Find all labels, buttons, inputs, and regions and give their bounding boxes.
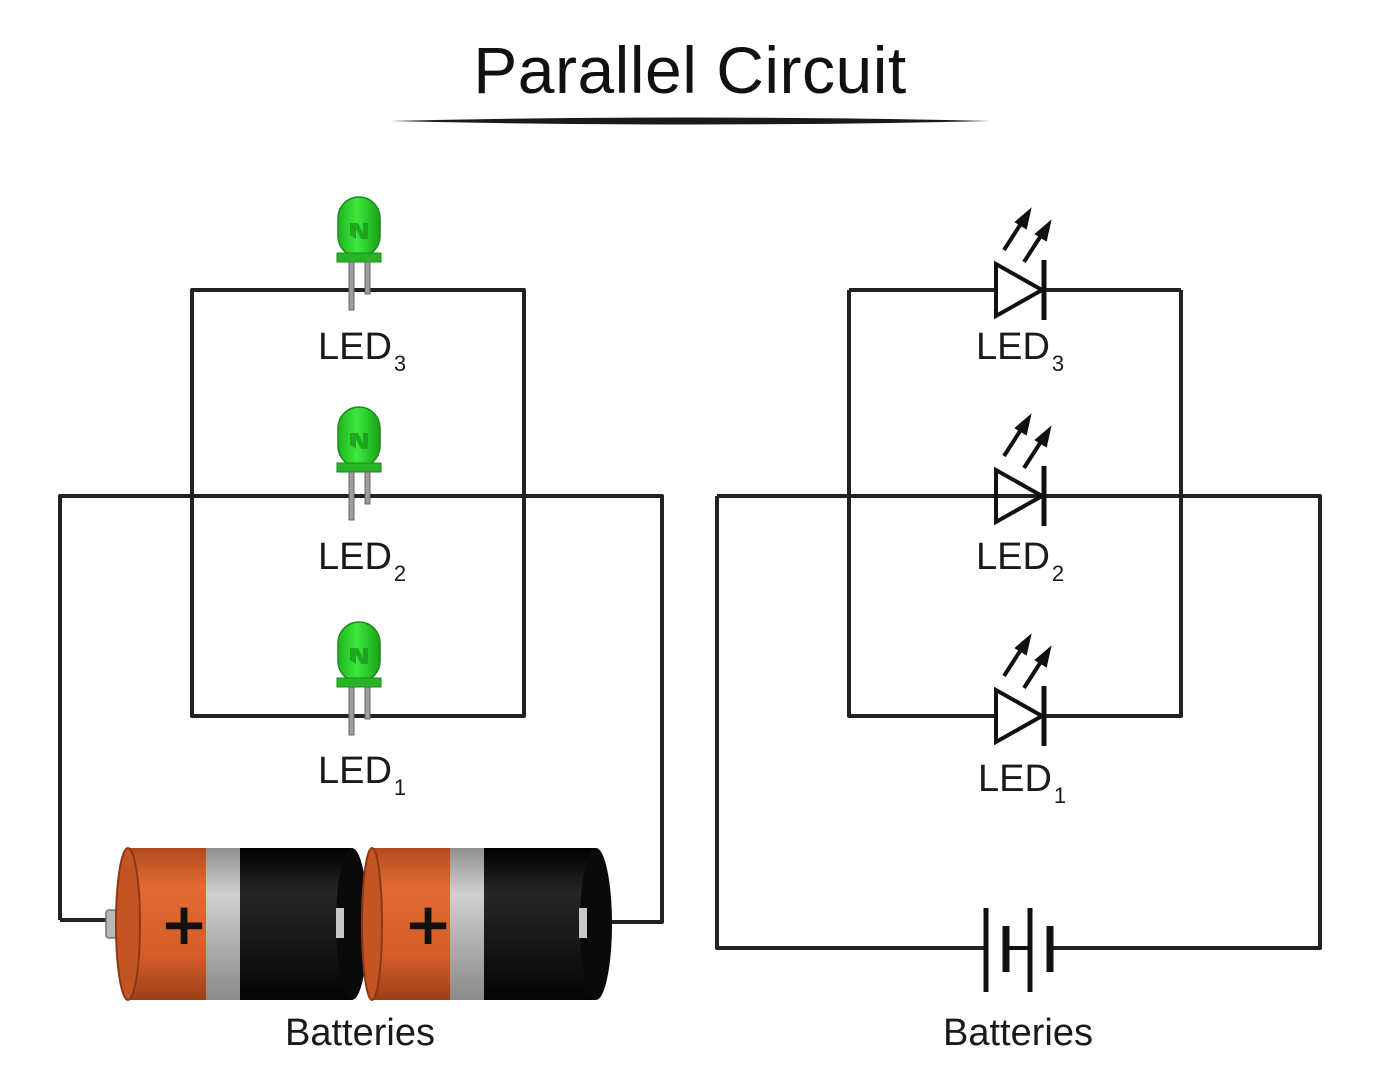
schematic-circuit [715, 210, 1322, 992]
schematic-led-1-label: LED1 [978, 758, 1067, 808]
battery-1-minus [336, 908, 344, 938]
pictorial-batteries-label: Batteries [285, 1012, 435, 1054]
schematic-led-1 [996, 636, 1050, 746]
schematic-wires [715, 288, 1322, 950]
schematic-led-2 [996, 416, 1050, 526]
pictorial-led-3 [336, 196, 382, 311]
battery-2-minus [579, 908, 587, 938]
battery-1-plus: + [160, 890, 209, 958]
pictorial-circuit: + + [58, 196, 664, 1001]
pictorial-led-1 [336, 621, 382, 736]
schematic-batteries-label: Batteries [943, 1012, 1093, 1054]
pictorial-led-2-label: LED2 [318, 536, 407, 586]
schematic-led-2-label: LED2 [976, 536, 1065, 586]
title-underline [390, 116, 990, 126]
battery-2: + [361, 847, 612, 1001]
pictorial-led-3-label: LED3 [318, 326, 407, 376]
schematic-led-3 [996, 210, 1050, 320]
battery-1: + [105, 847, 368, 1001]
pictorial-wires [58, 288, 664, 924]
diagram-title: Parallel Circuit [473, 33, 907, 107]
schematic-led-3-label: LED3 [976, 326, 1065, 376]
schematic-battery-symbol [983, 908, 1054, 992]
pictorial-led-1-label: LED1 [318, 750, 407, 800]
pictorial-led-2 [336, 406, 382, 521]
battery-2-plus: + [404, 890, 453, 958]
